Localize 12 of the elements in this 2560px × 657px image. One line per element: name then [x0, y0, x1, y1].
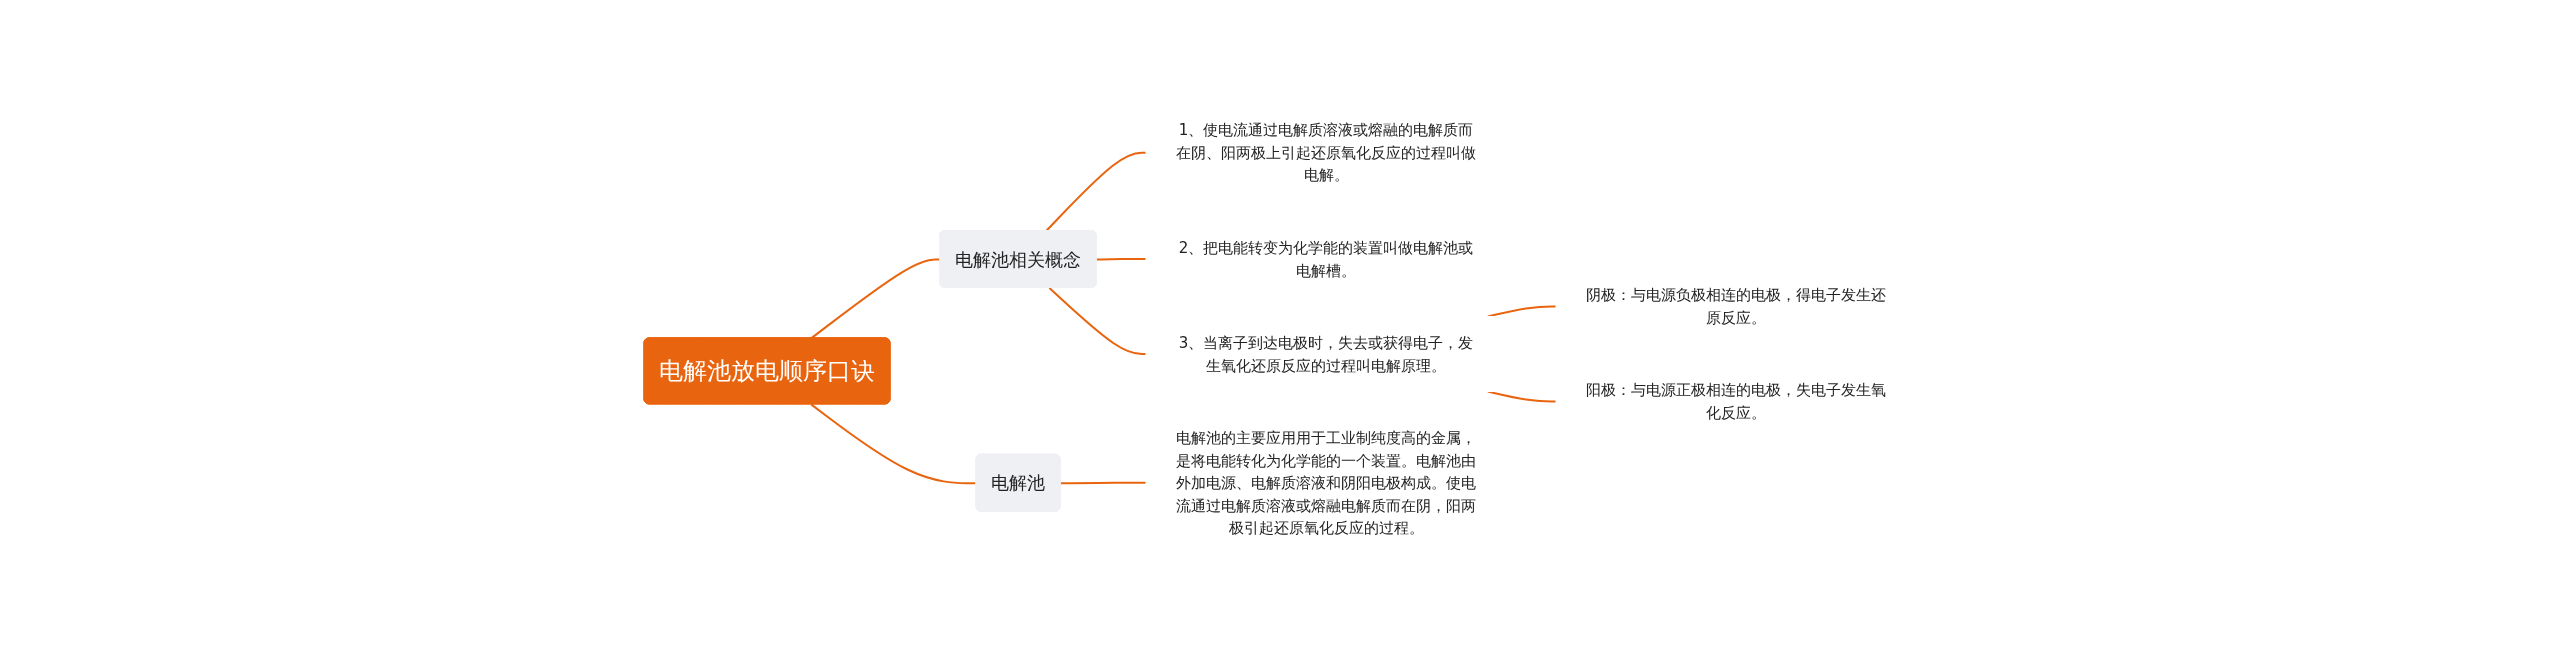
connector	[810, 402, 978, 484]
connector	[1045, 151, 1147, 232]
connector	[1095, 257, 1147, 260]
node-text: 2、把电能转变为化学能的装置叫做电解池或电解槽。	[1178, 238, 1474, 279]
node-text: 阳极：与电源正极相连的电极，失电子发生氧化反应。	[1586, 380, 1886, 421]
connector	[1048, 286, 1147, 355]
node-text: 阴极：与电源负极相连的电极，得电子发生还原反应。	[1586, 285, 1886, 326]
node-text: 3、当离子到达电极时，失去或获得电子，发生氧化还原反应的过程叫电解原理。	[1178, 333, 1474, 374]
connector	[810, 257, 942, 339]
connector	[1059, 481, 1147, 484]
node-text: 电解池的主要应用用于工业制纯度高的金属，是将电能转化为化学能的一个装置。电解池由外加电源、电解质溶液和阴阳电极构成。使电流通过电解质溶液或熔融电解质而在阴，阳两极引起还原氧化反应的过程。	[1176, 428, 1476, 536]
node-text: 1、使电流通过电解质溶液或熔融的电解质而在阴、阳两极上引起还原氧化反应的过程叫做电解。	[1176, 120, 1476, 184]
